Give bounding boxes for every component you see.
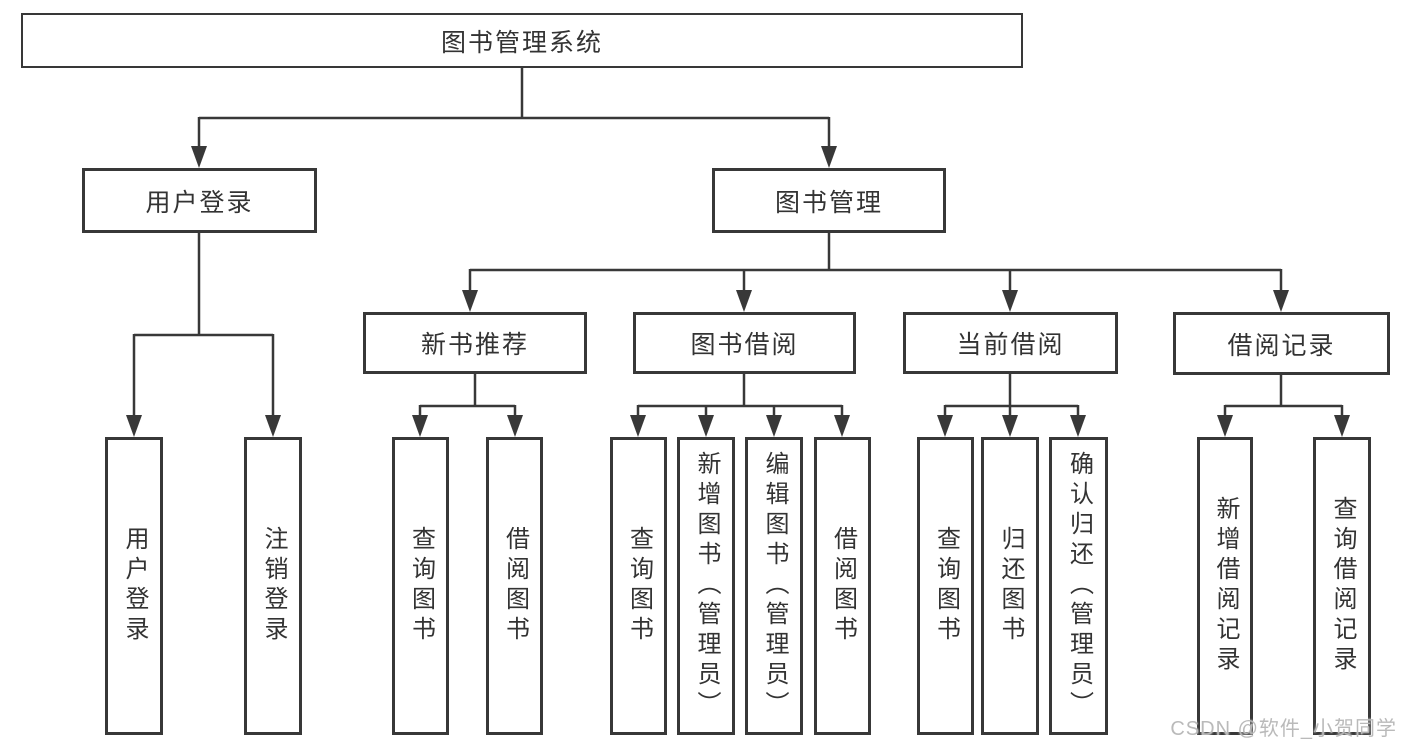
node-borrow-records: 借阅记录	[1173, 312, 1390, 375]
node-label: 编辑图书（管理员）	[761, 451, 788, 721]
node-query-borrow-record: 查询借阅记录	[1313, 437, 1371, 735]
node-label: 用户登录	[145, 188, 254, 217]
node-new-book-recommend: 新书推荐	[363, 312, 587, 374]
node-confirm-return-admin: 确认归还（管理员）	[1049, 437, 1108, 735]
node-label: 当前借阅	[956, 331, 1065, 359]
node-label: 注销登录	[260, 526, 287, 646]
node-book-management: 图书管理	[712, 168, 946, 233]
node-logout: 注销登录	[244, 437, 302, 735]
node-current-borrowing: 当前借阅	[903, 312, 1118, 374]
node-query-books: 查询图书	[610, 437, 667, 735]
node-label: 用户登录	[121, 526, 148, 646]
node-label: 图书管理系统	[440, 28, 603, 57]
node-label: 归还图书	[997, 526, 1024, 646]
node-user-login-leaf: 用户登录	[105, 437, 163, 735]
node-label: 查询借阅记录	[1329, 496, 1356, 676]
node-add-books-admin: 新增图书（管理员）	[677, 437, 735, 735]
node-label: 新增图书（管理员）	[693, 451, 720, 721]
csdn-watermark: CSDN @软件_小贺同学	[1170, 718, 1397, 740]
node-edit-books-admin: 编辑图书（管理员）	[745, 437, 803, 735]
node-add-borrow-record: 新增借阅记录	[1197, 437, 1253, 735]
node-query-books: 查询图书	[917, 437, 974, 735]
node-label: 确认归还（管理员）	[1065, 451, 1093, 721]
node-user-login: 用户登录	[82, 168, 317, 233]
node-query-books: 查询图书	[392, 437, 449, 735]
node-label: 查询图书	[625, 526, 653, 646]
node-label: 查询图书	[932, 526, 960, 646]
node-borrow-books: 借阅图书	[486, 437, 543, 735]
node-book-borrowing: 图书借阅	[633, 312, 856, 374]
node-label: 查询图书	[407, 526, 435, 646]
node-label: 借阅图书	[829, 526, 857, 646]
node-library-management-system: 图书管理系统	[21, 13, 1023, 68]
node-return-books: 归还图书	[981, 437, 1039, 735]
node-label: 借阅记录	[1227, 331, 1336, 360]
node-label: 新增借阅记录	[1212, 496, 1239, 676]
node-label: 借阅图书	[501, 526, 529, 646]
node-borrow-books: 借阅图书	[814, 437, 871, 735]
node-label: 图书管理	[774, 188, 883, 217]
node-label: 图书借阅	[690, 331, 799, 359]
node-label: 新书推荐	[420, 331, 529, 359]
